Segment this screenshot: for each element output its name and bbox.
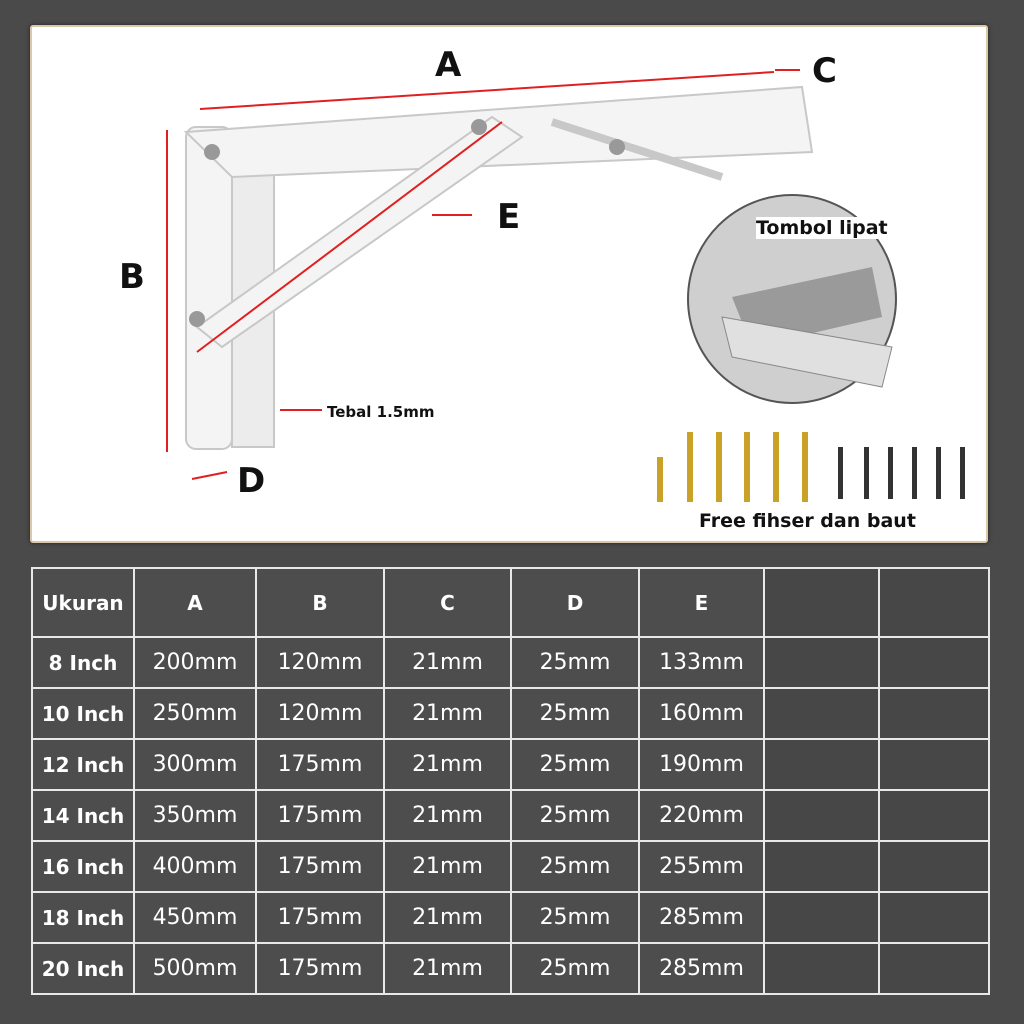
size-cell: 20 Inch <box>31 942 135 995</box>
measurement-cell: 25mm <box>510 636 640 689</box>
measurement-cell: 175mm <box>255 942 385 995</box>
empty-cell <box>878 636 990 689</box>
product-diagram: A C B E D Tebal 1.5mm Tombol lipat Free … <box>30 25 988 543</box>
size-cell: 8 Inch <box>31 636 135 689</box>
measurement-cell: 120mm <box>255 636 385 689</box>
measurement-cell: 25mm <box>510 789 640 842</box>
empty-cell <box>878 840 990 893</box>
accessories-caption: Free fihser dan baut <box>699 510 916 532</box>
measurement-cell: 450mm <box>133 891 257 944</box>
measurement-cell: 25mm <box>510 891 640 944</box>
empty-cell <box>763 636 880 689</box>
size-cell: 18 Inch <box>31 891 135 944</box>
header-ukuran: Ukuran <box>31 567 135 638</box>
header-empty <box>763 567 880 638</box>
dimension-c-label: C <box>812 51 837 91</box>
measurement-cell: 190mm <box>638 738 765 791</box>
table-header-row: Ukuran A B C D E <box>31 567 990 638</box>
measurement-cell: 21mm <box>383 840 512 893</box>
measurement-cell: 25mm <box>510 840 640 893</box>
empty-cell <box>878 687 990 740</box>
header-empty <box>878 567 990 638</box>
header-b: B <box>255 567 385 638</box>
measurement-cell: 250mm <box>133 687 257 740</box>
dimension-a-label: A <box>435 45 462 85</box>
header-d: D <box>510 567 640 638</box>
empty-cell <box>763 840 880 893</box>
measurement-cell: 285mm <box>638 891 765 944</box>
measurement-cell: 21mm <box>383 636 512 689</box>
measurement-cell: 175mm <box>255 840 385 893</box>
measurement-cell: 350mm <box>133 789 257 842</box>
inset-title: Tombol lipat <box>756 217 888 239</box>
header-a: A <box>133 567 257 638</box>
measurement-cell: 175mm <box>255 789 385 842</box>
empty-cell <box>763 891 880 944</box>
measurement-cell: 255mm <box>638 840 765 893</box>
size-cell: 12 Inch <box>31 738 135 791</box>
empty-cell <box>878 942 990 995</box>
empty-cell <box>878 789 990 842</box>
measurement-cell: 285mm <box>638 942 765 995</box>
measurement-cell: 133mm <box>638 636 765 689</box>
measurement-cell: 25mm <box>510 687 640 740</box>
size-cell: 14 Inch <box>31 789 135 842</box>
empty-cell <box>763 942 880 995</box>
measurement-cell: 25mm <box>510 738 640 791</box>
header-c: C <box>383 567 512 638</box>
empty-cell <box>763 687 880 740</box>
dimension-lines <box>166 69 800 480</box>
measurement-cell: 21mm <box>383 738 512 791</box>
empty-cell <box>763 738 880 791</box>
measurement-cell: 120mm <box>255 687 385 740</box>
screws-and-anchors <box>657 432 965 502</box>
measurement-cell: 300mm <box>133 738 257 791</box>
bracket-illustration <box>166 69 965 502</box>
measurement-cell: 21mm <box>383 687 512 740</box>
measurement-cell: 21mm <box>383 891 512 944</box>
inset-circle <box>687 194 897 404</box>
measurement-cell: 200mm <box>133 636 257 689</box>
dimension-b-label: B <box>119 257 145 297</box>
empty-cell <box>763 789 880 842</box>
measurement-cell: 500mm <box>133 942 257 995</box>
measurement-cell: 175mm <box>255 738 385 791</box>
thickness-label: Tebal 1.5mm <box>327 403 435 421</box>
measurement-cell: 400mm <box>133 840 257 893</box>
measurement-cell: 21mm <box>383 942 512 995</box>
empty-cell <box>878 891 990 944</box>
dimension-d-label: D <box>237 461 266 501</box>
measurement-cell: 21mm <box>383 789 512 842</box>
measurement-cell: 160mm <box>638 687 765 740</box>
measurement-cell: 175mm <box>255 891 385 944</box>
measurement-cell: 25mm <box>510 942 640 995</box>
header-e: E <box>638 567 765 638</box>
empty-cell <box>878 738 990 791</box>
dimension-e-label: E <box>497 197 521 237</box>
rivets <box>189 119 625 327</box>
size-cell: 10 Inch <box>31 687 135 740</box>
size-cell: 16 Inch <box>31 840 135 893</box>
measurement-cell: 220mm <box>638 789 765 842</box>
